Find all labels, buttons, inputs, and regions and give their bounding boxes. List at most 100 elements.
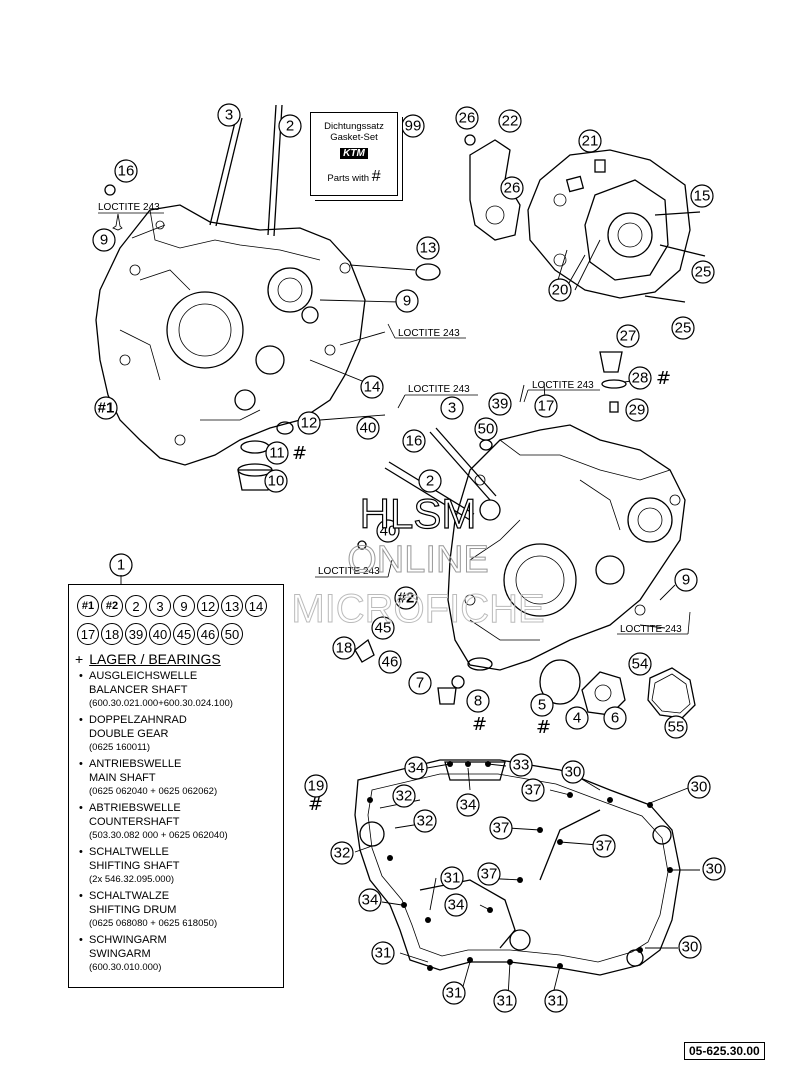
- legend-pill: 9: [173, 595, 195, 617]
- callout-circle: [444, 893, 468, 917]
- callout-circle: [625, 398, 649, 422]
- callout-10: 10: [264, 469, 288, 493]
- callout-circle: [530, 693, 554, 717]
- legend-pill: #1: [77, 595, 99, 617]
- hash-mark: #: [308, 794, 323, 815]
- callout-16: 16: [114, 159, 138, 183]
- callout-circle: [687, 775, 711, 799]
- callout-label: 10: [268, 473, 285, 490]
- legend-pill: 14: [245, 595, 267, 617]
- callout-50: 50: [474, 417, 498, 441]
- callout-circle: [94, 396, 118, 420]
- callout-31: 31: [442, 981, 466, 1005]
- callout-circle: [702, 857, 726, 881]
- callout-circle: [474, 417, 498, 441]
- hash-mark: #: [656, 368, 671, 389]
- bullet-icon: •: [79, 714, 83, 726]
- bearings-header: +LAGER / BEARINGS: [75, 651, 283, 667]
- callout-2: 2: [278, 114, 302, 138]
- callout-5: 5: [530, 693, 554, 717]
- callout-label: 4: [573, 710, 581, 727]
- bearing-en: SHIFTING DRUM: [89, 904, 177, 916]
- callout-12: 12: [297, 411, 321, 435]
- callout-label: 54: [632, 656, 649, 673]
- callout-label: 39: [492, 396, 509, 413]
- callout-9: 9: [92, 228, 116, 252]
- callout-circle: [500, 176, 524, 200]
- callout-circle: [440, 866, 464, 890]
- callout-circle: [678, 935, 702, 959]
- callout-label: 5: [538, 697, 546, 714]
- legend-pill: 12: [197, 595, 219, 617]
- callout-label: 16: [406, 433, 423, 450]
- callout-37: 37: [489, 816, 513, 840]
- callout-circle: [395, 289, 419, 313]
- callout-label: 27: [620, 328, 637, 345]
- callout-circle: [521, 778, 545, 802]
- callout-label: 2: [286, 118, 294, 135]
- callout-37: 37: [592, 834, 616, 858]
- callout-circle: [534, 394, 558, 418]
- callout-32: 32: [330, 841, 354, 865]
- hash-marks: # # # # #: [292, 368, 671, 815]
- bullet-icon: •: [79, 670, 83, 682]
- gasket-box-hash: #: [371, 168, 381, 185]
- bearing-part-number: (2x 546.32.095.000): [89, 874, 175, 885]
- callout-17: 17: [534, 394, 558, 418]
- callout-circle: [442, 981, 466, 1005]
- callout-label: 8: [474, 693, 482, 710]
- callout-label: 26: [504, 180, 521, 197]
- callout-hash2: #2: [394, 586, 418, 610]
- callout-9: 9: [395, 289, 419, 313]
- callout-30: 30: [687, 775, 711, 799]
- callout-label: 45: [375, 620, 392, 637]
- callout-label: 31: [446, 985, 463, 1002]
- callout-34: 34: [456, 793, 480, 817]
- callout-circle: [217, 103, 241, 127]
- loctite-label: LOCTITE 243: [620, 624, 682, 635]
- callout-4: 4: [565, 706, 589, 730]
- callout-31: 31: [544, 989, 568, 1013]
- callout-circle: [378, 650, 402, 674]
- callout-label: 1: [117, 557, 125, 574]
- callout-label: 37: [481, 866, 498, 883]
- callout-15: 15: [690, 184, 714, 208]
- callout-circle: [592, 834, 616, 858]
- callout-label: 14: [364, 379, 381, 396]
- callout-label: 28: [632, 370, 649, 387]
- bearing-en: COUNTERSHAFT: [89, 816, 180, 828]
- legend-pill: 3: [149, 595, 171, 617]
- callout-circle: [404, 756, 428, 780]
- bearing-en: MAIN SHAFT: [89, 772, 156, 784]
- bearing-en: SWINGARM: [89, 948, 151, 960]
- callout-circle: [371, 941, 395, 965]
- legend-pill: 17: [77, 623, 99, 645]
- callout-circle: [265, 441, 289, 465]
- callout-label: 17: [538, 398, 555, 415]
- callout-label: 37: [596, 838, 613, 855]
- callout-11: 11: [265, 441, 289, 465]
- callout-label: 31: [497, 993, 514, 1010]
- callout-circle: [664, 715, 688, 739]
- callout-label: 13: [420, 240, 437, 257]
- legend-pill: 39: [125, 623, 147, 645]
- callout-label: 30: [691, 779, 708, 796]
- callout-circle: [498, 109, 522, 133]
- callout-label: 40: [360, 420, 377, 437]
- callout-label: 20: [552, 282, 569, 299]
- callout-hash1: #1: [94, 396, 118, 420]
- bullet-icon: •: [79, 846, 83, 858]
- callout-circle: [548, 278, 572, 302]
- legend-pill: 2: [125, 595, 147, 617]
- callout-circle: [401, 114, 425, 138]
- callout-33: 33: [509, 753, 533, 777]
- callout-55: 55: [664, 715, 688, 739]
- callout-circle: [358, 888, 382, 912]
- plus-sign: +: [75, 651, 84, 667]
- callout-circle: [440, 396, 464, 420]
- gasket-box-parts: Parts with: [327, 173, 370, 184]
- callout-label: #2: [398, 590, 415, 607]
- callout-circle: [413, 809, 437, 833]
- callout-32: 32: [413, 809, 437, 833]
